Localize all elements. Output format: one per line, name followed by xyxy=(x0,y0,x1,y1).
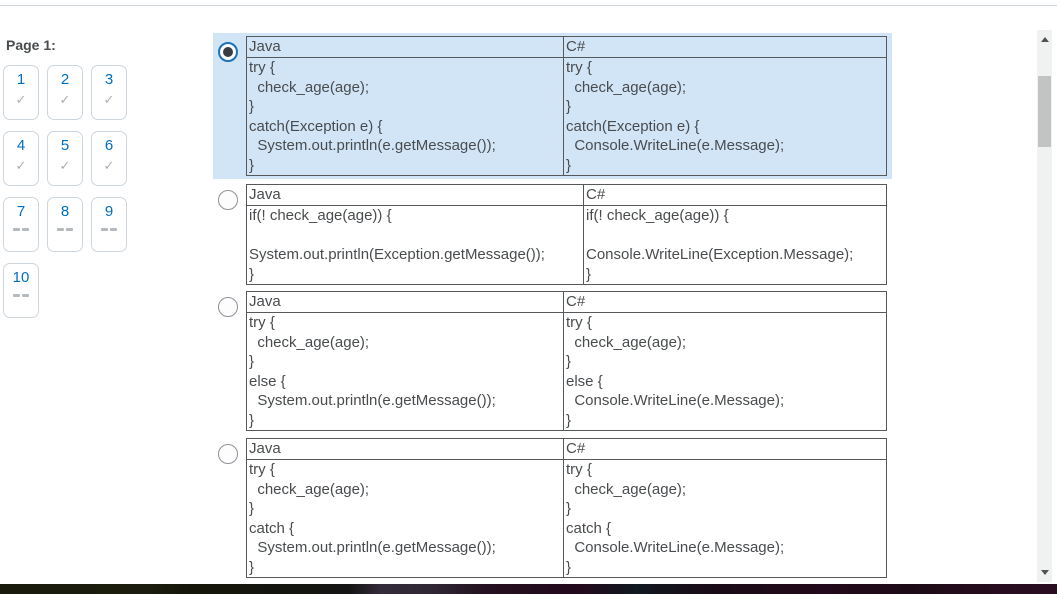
bottom-taskbar-edge xyxy=(0,584,1057,594)
question-nav-button-1[interactable]: 1 ✓ xyxy=(3,65,39,120)
answer-option-4[interactable]: Java C# try { check_age(age); } catch { … xyxy=(213,438,892,578)
question-nav-button-4[interactable]: 4 ✓ xyxy=(3,131,39,186)
scroll-down-icon[interactable] xyxy=(1037,565,1052,580)
question-pager: 1 ✓ 2 ✓ 3 ✓ 4 ✓ 5 ✓ 6 ✓ 7 xyxy=(3,65,135,318)
question-nav-button-7[interactable]: 7 ✓ xyxy=(3,197,39,252)
unanswered-dashes-icon xyxy=(13,294,29,297)
csharp-code-cell: try { check_age(age); } catch { Console.… xyxy=(566,461,785,576)
code-comparison-table: Java C# try { check_age(age); } catch(Ex… xyxy=(246,36,887,176)
radio-button[interactable] xyxy=(218,42,238,62)
csharp-code-cell: try { check_age(age); } else { Console.W… xyxy=(566,314,785,429)
csharp-code-cell: try { check_age(age); } catch(Exception … xyxy=(566,59,785,174)
question-nav-button-3[interactable]: 3 ✓ xyxy=(91,65,127,120)
vertical-scrollbar[interactable] xyxy=(1037,30,1052,582)
csharp-column-header: C# xyxy=(564,37,886,58)
question-number: 5 xyxy=(60,137,70,154)
unanswered-dashes-icon xyxy=(13,228,29,231)
answered-check-icon: ✓ xyxy=(103,158,115,173)
java-column-header: Java xyxy=(247,292,564,313)
question-nav-button-8[interactable]: 8 ✓ xyxy=(47,197,83,252)
radio-button[interactable] xyxy=(218,297,238,317)
question-nav-button-10[interactable]: 10 ✓ xyxy=(3,263,39,318)
answered-check-icon: ✓ xyxy=(59,158,71,173)
question-nav-button-5[interactable]: 5 ✓ xyxy=(47,131,83,186)
java-column-header: Java xyxy=(247,439,564,460)
code-comparison-table: Java C# try { check_age(age); } catch { … xyxy=(246,438,887,578)
top-divider xyxy=(0,5,1057,6)
question-nav-button-2[interactable]: 2 ✓ xyxy=(47,65,83,120)
java-code-cell: try { check_age(age); } else { System.ou… xyxy=(247,313,564,430)
question-number: 1 xyxy=(16,71,26,88)
pager-label: Page 1: xyxy=(6,37,56,53)
question-number: 8 xyxy=(60,203,70,220)
code-comparison-table: Java C# try { check_age(age); } else { S… xyxy=(246,291,887,431)
scroll-up-icon[interactable] xyxy=(1037,32,1052,47)
question-number: 7 xyxy=(16,203,26,220)
answer-option-2[interactable]: Java C# if(! check_age(age)) { System.ou… xyxy=(213,184,892,285)
question-nav-button-6[interactable]: 6 ✓ xyxy=(91,131,127,186)
question-number: 10 xyxy=(12,269,30,286)
answer-option-3[interactable]: Java C# try { check_age(age); } else { S… xyxy=(213,291,892,431)
csharp-column-header: C# xyxy=(564,439,886,460)
answered-check-icon: ✓ xyxy=(59,92,71,107)
scrollbar-thumb[interactable] xyxy=(1038,76,1051,147)
answered-check-icon: ✓ xyxy=(15,92,27,107)
question-number: 2 xyxy=(60,71,70,88)
radio-button[interactable] xyxy=(218,444,238,464)
question-number: 3 xyxy=(104,71,114,88)
unanswered-dashes-icon xyxy=(57,228,73,231)
answered-check-icon: ✓ xyxy=(103,92,115,107)
answer-option-1[interactable]: Java C# try { check_age(age); } catch(Ex… xyxy=(213,33,892,179)
java-column-header: Java xyxy=(247,185,584,206)
csharp-column-header: C# xyxy=(584,185,886,206)
radio-button[interactable] xyxy=(218,190,238,210)
csharp-column-header: C# xyxy=(564,292,886,313)
java-code-cell: try { check_age(age); } catch { System.o… xyxy=(247,460,564,577)
question-number: 6 xyxy=(104,137,114,154)
java-column-header: Java xyxy=(247,37,564,58)
code-comparison-table: Java C# if(! check_age(age)) { System.ou… xyxy=(246,184,887,285)
java-code-cell: try { check_age(age); } catch(Exception … xyxy=(247,58,564,175)
question-number: 4 xyxy=(16,137,26,154)
answered-check-icon: ✓ xyxy=(15,158,27,173)
unanswered-dashes-icon xyxy=(101,228,117,231)
question-number: 9 xyxy=(104,203,114,220)
question-nav-button-9[interactable]: 9 ✓ xyxy=(91,197,127,252)
csharp-code-cell: if(! check_age(age)) { Console.WriteLine… xyxy=(586,207,854,283)
java-code-cell: if(! check_age(age)) { System.out.printl… xyxy=(247,206,584,284)
